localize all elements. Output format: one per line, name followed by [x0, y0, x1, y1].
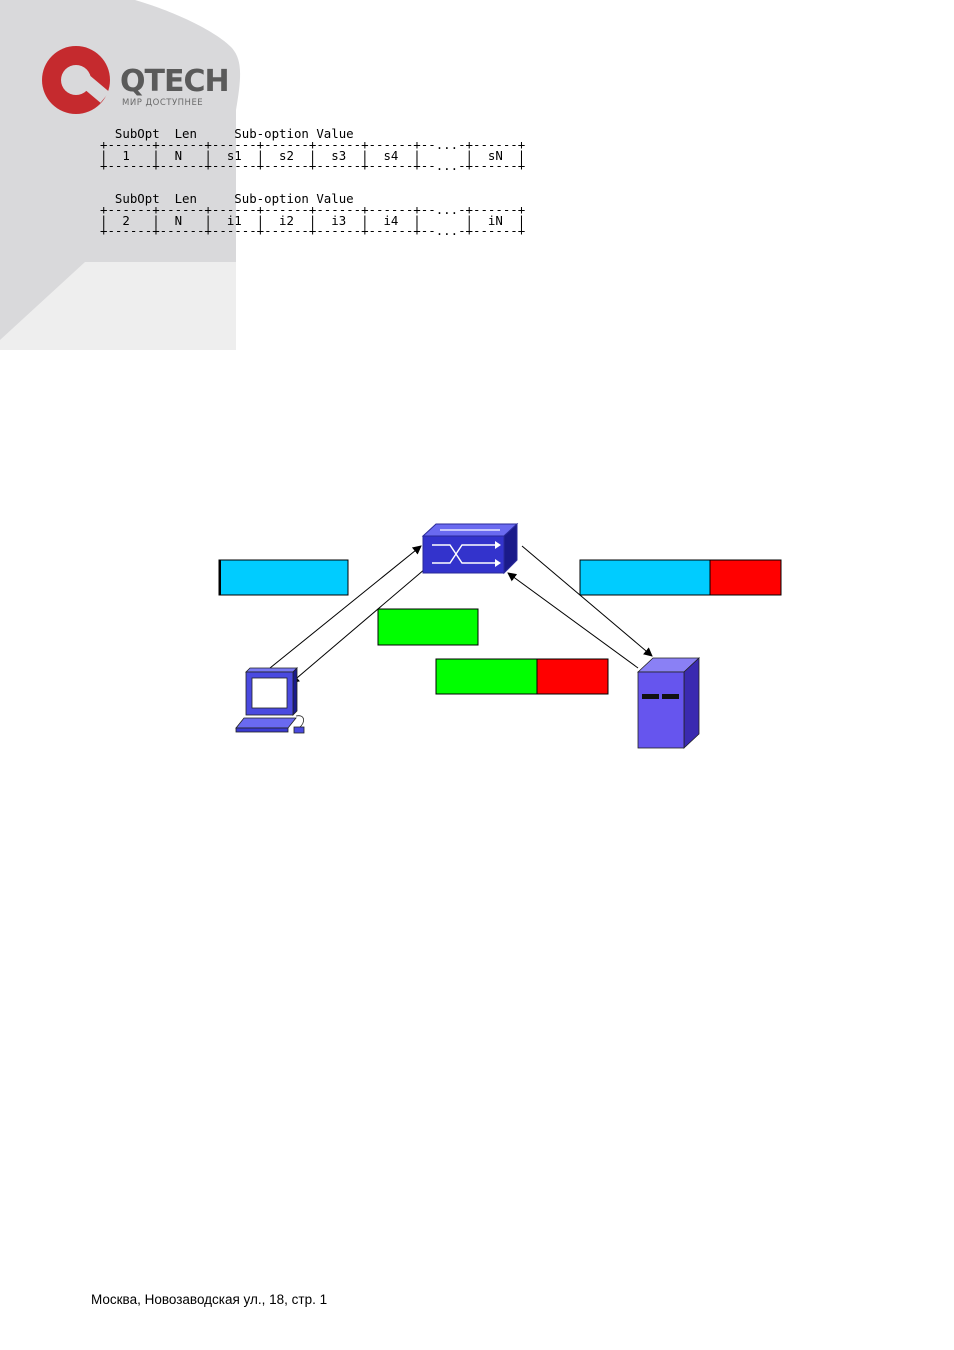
packet-cyan-left	[218, 559, 349, 596]
footer-address: Москва, Новозаводская ул., 18, стр. 1	[91, 1292, 328, 1307]
table-row: | 2 | N | i1 | i2 | i3 | i4 | | iN |	[100, 212, 526, 228]
qtech-logo-icon	[42, 46, 110, 114]
packet-red-option-right	[709, 559, 782, 596]
packet-green-lower	[435, 658, 538, 695]
logo-name: QTECH	[120, 64, 230, 99]
arrow-server-to-switch	[507, 572, 639, 669]
switch-icon	[421, 522, 519, 575]
packet-red-option-lower	[536, 658, 609, 695]
suboption-table-2: SubOpt Len Sub-option Value +------+----…	[100, 191, 526, 239]
packet-cyan-right	[579, 559, 711, 596]
table-border: +------+------+------+------+------+----…	[100, 201, 526, 217]
pc-icon	[235, 667, 305, 734]
arrow-switch-to-server	[521, 545, 653, 657]
packet-green-middle	[377, 608, 479, 646]
table-row: | 1 | N | s1 | s2 | s3 | s4 | | sN |	[100, 147, 526, 163]
table-border: +------+------+------+------+------+----…	[100, 223, 526, 239]
server-icon	[636, 657, 701, 749]
arrow-pc-to-switch	[269, 545, 422, 669]
logo-tagline: МИР ДОСТУПНЕЕ	[122, 98, 204, 108]
table-border: +------+------+------+------+------+----…	[100, 136, 526, 152]
table-header: SubOpt Len Sub-option Value	[100, 191, 354, 206]
suboption-table-1: SubOpt Len Sub-option Value +------+----…	[100, 126, 526, 174]
header-corner-shape	[0, 0, 241, 350]
table-header: SubOpt Len Sub-option Value	[100, 126, 354, 141]
arrow-switch-to-pc	[290, 562, 433, 684]
table-border: +------+------+------+------+------+----…	[100, 158, 526, 174]
